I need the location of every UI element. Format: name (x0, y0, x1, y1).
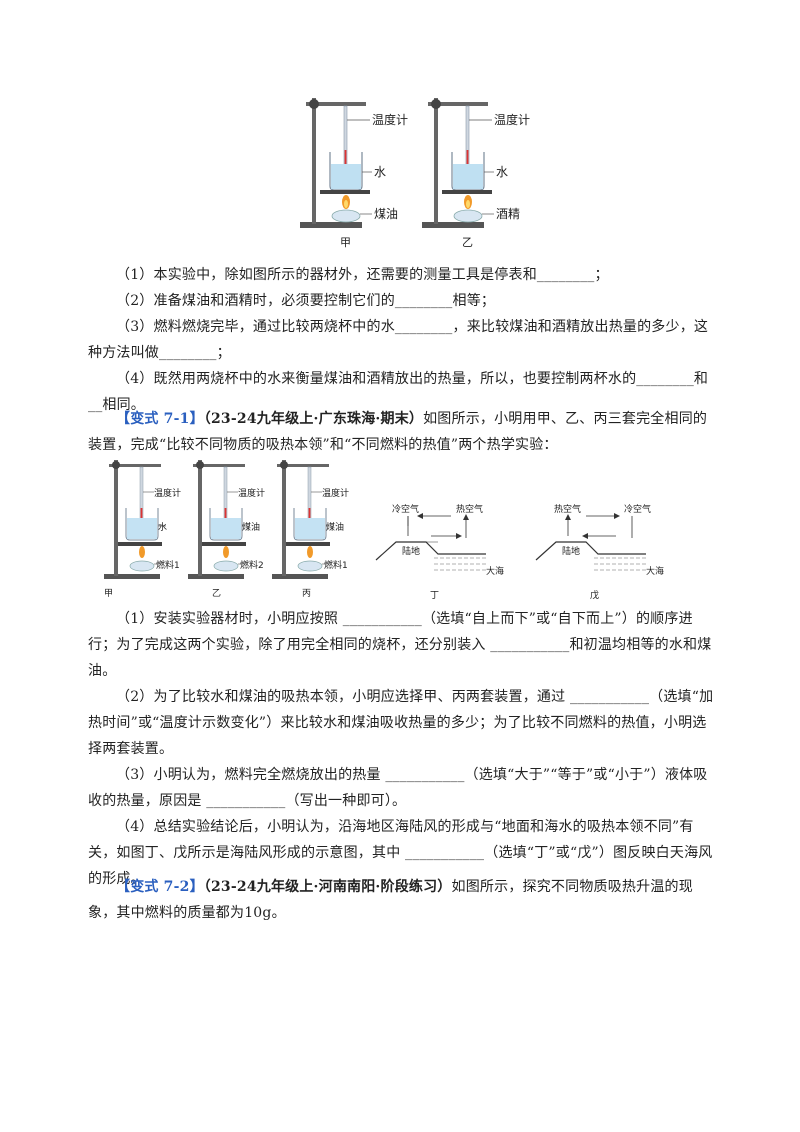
question-2-2: （2）为了比较水和煤油的吸热本领，小明应选择甲、丙两套装置，通过 _______… (88, 689, 714, 757)
figure-jia-yi-bing-ding-wu: 温度计 水 燃料1 甲 温度计 煤油 燃料2 乙 温度计 (104, 460, 664, 601)
ding-caption: 丁 (430, 591, 439, 601)
thermometer-label-jia: 温度计 (372, 112, 408, 127)
question-1-3: （3）燃料燃烧完毕，通过比较两烧杯中的水________，来比较煤油和酒精放出热… (88, 319, 709, 361)
wu-land: 陆地 (562, 545, 580, 557)
question-1-1: （1）本实验中，除如图所示的器材外，还需要的测量工具是停表和________； (116, 267, 609, 283)
apparatus-jia (300, 98, 372, 228)
question-1-4: （4）既然用两烧杯中的水来衡量煤油和酒精放出的热量，所以，也要控制两杯水的___… (88, 371, 709, 413)
apparatus-c (272, 460, 334, 579)
caption-jia: 甲 (340, 236, 351, 249)
water-label-jia: 水 (374, 165, 386, 179)
variant-2-source: （23-24九年级上·河南南阳·阶段练习） (203, 879, 452, 895)
fuel-label-yi: 酒精 (496, 207, 520, 221)
land-breeze-diagram-wu (535, 513, 646, 571)
question-2-3: （3）小明认为，燃料完全燃烧放出的热量 ___________（选填“大于”“等… (88, 767, 708, 809)
wu-left-air: 热空气 (554, 503, 581, 515)
thermometer-label-c: 温度计 (322, 487, 349, 499)
caption-b: 乙 (212, 588, 221, 599)
variant-source: （23-24九年级上·广东珠海·期末） (203, 411, 424, 427)
thermometer-label-a: 温度计 (154, 487, 181, 499)
question-2-1: （1）安装实验器材时，小明应按照 ___________（选填“自上而下”或“自… (88, 611, 712, 679)
fuel-label-a: 燃料1 (156, 559, 180, 571)
liquid-label-a: 水 (158, 521, 167, 533)
variant-7-1-stem: 【变式 7-1】（23-24九年级上·广东珠海·期末）如图所示，小明用甲、乙、丙… (88, 411, 708, 453)
apparatus-a (104, 460, 166, 579)
caption-yi: 乙 (462, 236, 473, 249)
variant-7-2-stem: 【变式 7-2】（23-24九年级上·河南南阳·阶段练习）如图所示，探究不同物质… (88, 879, 693, 921)
caption-c: 丙 (302, 588, 311, 599)
apparatus-b (188, 460, 250, 579)
fuel-label-jia: 煤油 (374, 207, 398, 221)
question-1-2: （2）准备煤油和酒精时，必须要控制它们的________相等； (116, 293, 496, 309)
ding-sea: 大海 (486, 565, 504, 577)
variant-tag: 【变式 7-1】 (116, 411, 204, 427)
fuel-label-c: 燃料1 (324, 559, 348, 571)
liquid-label-c: 煤油 (326, 521, 344, 533)
figure-jia-yi: 温度计 水 煤油 甲 温度计 水 酒精 乙 (300, 98, 530, 249)
liquid-label-b: 煤油 (242, 521, 260, 533)
sea-breeze-diagram-ding (375, 513, 486, 571)
apparatus-yi (422, 98, 494, 228)
ding-right-air: 热空气 (456, 503, 483, 515)
wu-sea: 大海 (646, 565, 664, 577)
fuel-label-b: 燃料2 (240, 559, 264, 571)
thermometer-label-b: 温度计 (238, 487, 265, 499)
wu-right-air: 冷空气 (624, 503, 651, 515)
variant-2-tag: 【变式 7-2】 (116, 879, 204, 895)
question-2-4: （4）总结实验结论后，小明认为，沿海地区海陆风的形成与“地面和海水的吸热本领不同… (88, 819, 713, 887)
ding-land: 陆地 (402, 545, 420, 557)
wu-caption: 戊 (590, 589, 599, 601)
water-label-yi: 水 (496, 165, 508, 179)
ding-left-air: 冷空气 (392, 503, 419, 515)
caption-a: 甲 (104, 588, 113, 599)
thermometer-label-yi: 温度计 (494, 112, 530, 127)
